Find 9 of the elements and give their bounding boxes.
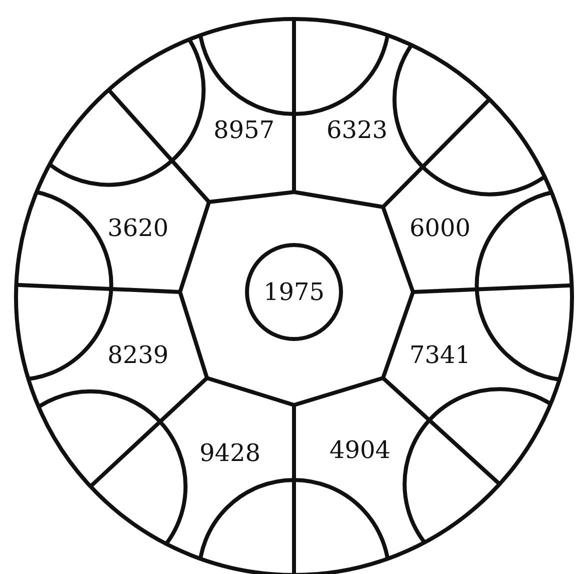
number-label: 1975 (263, 280, 325, 304)
number-label: 4904 (329, 438, 391, 462)
number-label: 7341 (409, 343, 471, 367)
number-label: 6000 (409, 216, 471, 240)
number-label: 3620 (107, 216, 169, 240)
number-label: 9428 (199, 441, 261, 465)
number-label: 8239 (107, 343, 169, 367)
number-label: 6323 (326, 118, 388, 142)
number-label: 8957 (213, 118, 275, 142)
